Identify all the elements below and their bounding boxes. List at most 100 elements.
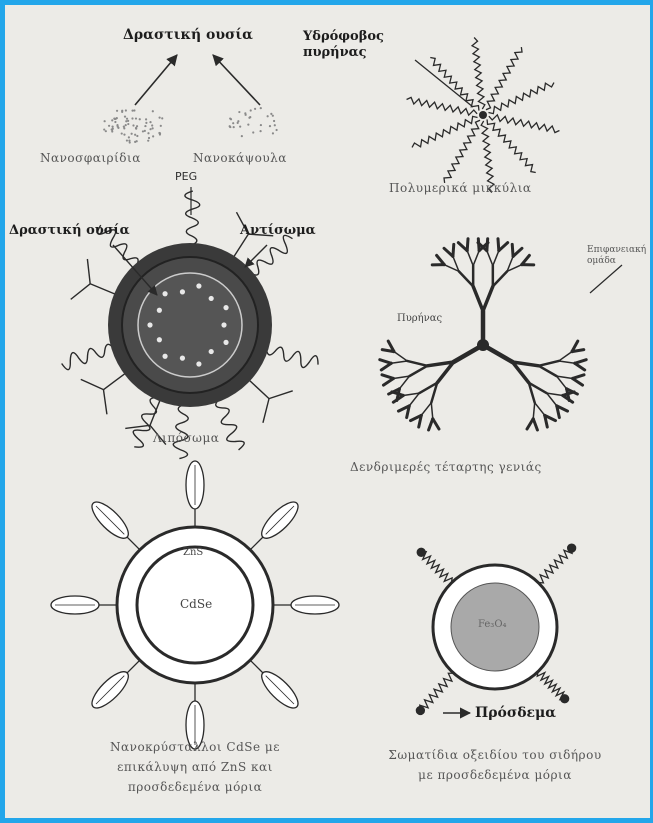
ligand-chain — [420, 673, 454, 710]
antibody-arm — [269, 391, 293, 399]
dendrimer-branch — [459, 271, 473, 286]
ligand-chain — [537, 671, 564, 699]
particle-dot — [148, 137, 150, 139]
particle-dot — [144, 125, 146, 127]
particle-dot — [125, 109, 127, 111]
particle-dot — [132, 124, 134, 126]
arrow-hydrophobic-core — [415, 60, 473, 107]
surface-group — [453, 244, 454, 256]
surface-group — [499, 243, 508, 251]
dendrimer-branch — [391, 361, 407, 363]
particle-dot — [233, 126, 235, 128]
surface-group — [382, 375, 393, 379]
particle-dot — [149, 121, 151, 123]
polymeric-micelle — [407, 38, 560, 193]
particle-dot — [123, 134, 125, 136]
dendrimer-branch — [493, 271, 507, 286]
drug-molecule — [162, 354, 167, 359]
drug-molecule — [209, 349, 214, 354]
particle-dot — [237, 122, 239, 124]
particle-dot — [121, 110, 123, 112]
particle-dot — [147, 140, 149, 142]
particle-dot — [127, 123, 129, 125]
particle-dot — [272, 132, 274, 134]
particle-dot — [133, 109, 135, 111]
surface-group — [527, 419, 533, 429]
dendrimer-core — [479, 341, 487, 349]
particle-dot — [152, 127, 154, 129]
particle-dot — [103, 128, 105, 130]
particle-dot — [111, 125, 113, 127]
particle-dot — [241, 135, 243, 137]
particle-dot — [121, 132, 123, 134]
antibody-stem — [90, 284, 116, 295]
dendrimer-branch — [539, 361, 559, 366]
particle-dot — [151, 124, 153, 126]
peg-chain — [266, 347, 318, 367]
peg-chain — [216, 400, 244, 450]
particle-dot — [273, 120, 275, 122]
particle-dot — [113, 117, 115, 119]
dendrimer-branch — [483, 286, 493, 311]
polymer-chain — [430, 58, 479, 111]
particle-dot — [249, 116, 251, 118]
particle-dot — [129, 141, 131, 143]
particle-dot — [147, 132, 149, 134]
surface-group — [467, 239, 468, 251]
drug-molecule — [180, 356, 185, 361]
ligand-chain — [421, 552, 452, 583]
arrow-nanocapsule — [213, 55, 260, 105]
surface-group — [513, 248, 522, 256]
particle-dot — [161, 117, 163, 119]
label-iron-oxide: Σωματίδια οξειδίου του σιδήρου με προσδε… — [350, 745, 640, 785]
label-cdse: CdSe — [180, 597, 212, 611]
particle-dot — [131, 109, 133, 111]
particle-dot — [252, 131, 254, 133]
label-active-substance-top: Δραστική ουσία — [123, 27, 253, 43]
polymer-chain — [487, 119, 536, 172]
particle-dot — [128, 136, 130, 138]
dendrimer-branch — [487, 251, 493, 266]
drug-molecule — [157, 308, 162, 313]
particle-dot — [104, 120, 106, 122]
polymer-chain — [486, 47, 522, 110]
surface-group — [573, 378, 583, 385]
particle-dot — [127, 120, 129, 122]
particle-dot — [126, 118, 128, 120]
label-polymeric-micelles: Πολυμερικά μικκύλια — [389, 181, 532, 195]
particle-dot — [247, 124, 249, 126]
label-zns: ZnS — [183, 547, 203, 558]
ligand-bead — [416, 707, 424, 715]
particle-dot — [105, 130, 107, 132]
drug-molecule — [209, 296, 214, 301]
ligand-bead — [417, 548, 425, 556]
label-hydrophobic-core: Υδρόφοβος πυρήνας — [303, 29, 384, 61]
drug-molecule — [221, 322, 226, 327]
particle-dot — [229, 117, 231, 119]
particle-dot — [117, 126, 119, 128]
label-antibody: Αντίσωμα — [240, 223, 316, 238]
dendrimer-branch — [407, 361, 427, 366]
label-active-substance-liposome: Δραστική ουσία — [9, 223, 130, 238]
particle-dot — [142, 130, 144, 132]
particle-dot — [136, 140, 138, 142]
particle-dot — [123, 127, 125, 129]
ligand-stem — [127, 660, 140, 673]
arrow-antibody — [245, 245, 267, 267]
ligand-stem — [250, 660, 263, 673]
dendrimer-branch — [533, 403, 534, 419]
nanocarrier-diagram: Δραστική ουσία Νανοσφαιρίδια Νανοκάψουλα… — [5, 5, 648, 818]
drug-molecule — [147, 322, 152, 327]
particle-dot — [269, 125, 271, 127]
antibody-arm — [125, 425, 150, 428]
drug-molecule — [196, 361, 201, 366]
label-surface-groups: Επιφανειακή ομάδα — [587, 245, 646, 267]
label-dendrimer: Δενδριμερές τέταρτης γενιάς — [350, 460, 542, 474]
ligand-stem — [127, 537, 140, 550]
particle-dot — [152, 135, 154, 137]
label-nanospheres: Νανοσφαιρίδια — [40, 151, 141, 165]
antibody-arm — [71, 284, 90, 300]
particle-dot — [136, 125, 138, 127]
particle-dot — [125, 124, 127, 126]
dendrimer-branch — [431, 403, 432, 419]
